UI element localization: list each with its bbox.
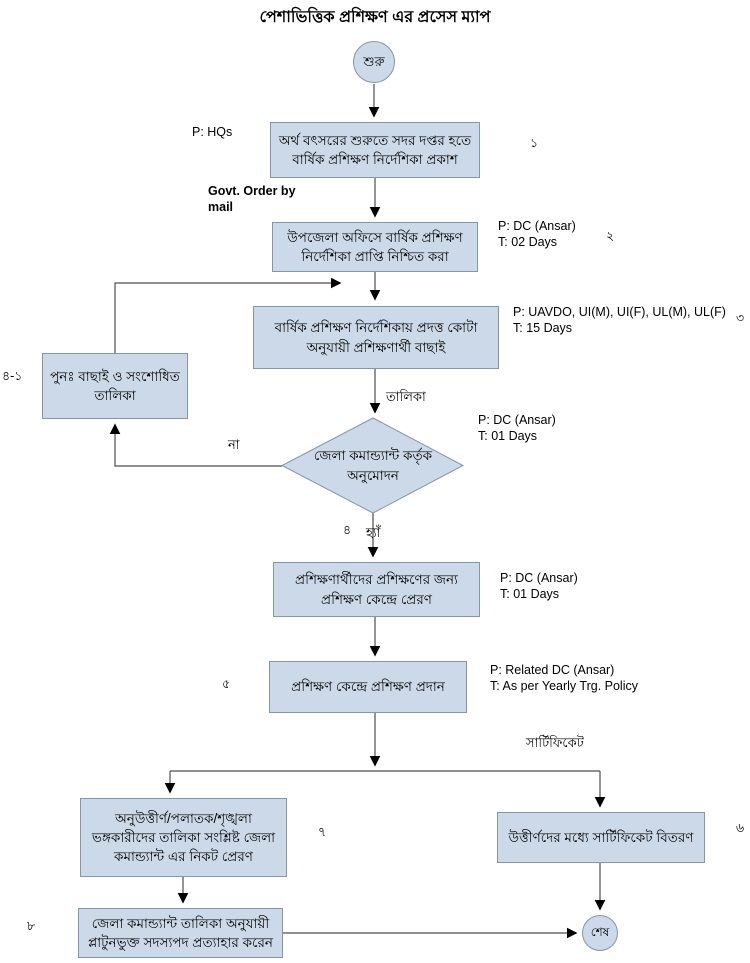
start-node: শুরু — [353, 41, 395, 83]
annotation-approval-t: T: 01 Days — [478, 429, 538, 444]
edge-label-certificate: সার্টিফিকেট — [526, 735, 584, 750]
annotation-receipt-p: P: DC (Ansar) — [498, 219, 576, 233]
process-distribute-certificates: উত্তীর্ণদের মধ্যে সার্টিফিকেট বিতরণ — [497, 812, 705, 863]
annotation-hq: P: HQs — [192, 125, 233, 139]
process-withdraw-membership: জেলা কমান্ড্যান্ট তালিকা অনুযায়ী প্লাটু… — [78, 908, 283, 958]
annotation-selection: P: UAVDO, UI(M), UI(F), UL(M), UL(F) T: … — [513, 304, 726, 337]
annotation-send-t: T: 01 Days — [500, 587, 560, 602]
end-node: শেষ — [582, 915, 618, 951]
step-number-3: ৩ — [736, 311, 745, 325]
annotation-training: P: Related DC (Ansar) T: As per Yearly T… — [490, 662, 638, 695]
process-provide-training: প্রশিক্ষণ কেন্দ্রে প্রশিক্ষণ প্রদান — [269, 661, 467, 713]
edge-label-yes: হ্যাঁ — [366, 525, 381, 540]
edge-label-list: তালিকা — [386, 389, 426, 404]
step-number-2: ২ — [606, 229, 615, 243]
step-number-5: ৫ — [222, 677, 231, 691]
annotation-send: P: DC (Ansar) T: 01 Days — [500, 570, 578, 603]
annotation-send-p: P: DC (Ansar) — [500, 571, 578, 585]
process-publish-guideline: অর্থ বৎসরের শুরুতে সদর দপ্তর হতে বার্ষিক… — [270, 122, 480, 178]
decision-approval: জেলা কমান্ড্যান্ট কর্তৃক অনুমোদন — [313, 448, 433, 483]
annotation-receipt-t: T: 02 Days — [498, 235, 558, 250]
step-number-8: ৮ — [27, 919, 36, 933]
process-confirm-receipt: উপজেলা অফিসে বার্ষিক প্রশিক্ষণ নির্দেশিক… — [272, 222, 478, 272]
annotation-govt-order: Govt. Order by mail — [208, 184, 296, 215]
edge-decision-no — [109, 423, 282, 467]
annotation-approval: P: DC (Ansar) T: 01 Days — [478, 412, 556, 445]
process-failed-list: অনুউত্তীর্ণ/পলাতক/শৃঙ্খলা ভঙ্গকারীদের তা… — [80, 798, 287, 877]
step-number-1: ১ — [530, 136, 539, 150]
edge-label-no: না — [228, 437, 240, 452]
annotation-selection-t: T: 15 Days — [513, 321, 573, 336]
process-select-trainees: বার্ষিক প্রশিক্ষণ নির্দেশিকায় প্রদত্ত ক… — [253, 306, 499, 369]
annotation-receipt: P: DC (Ansar) T: 02 Days — [498, 218, 576, 251]
step-number-4: ৪ — [343, 523, 352, 537]
process-reselect-list: পুনঃ বাছাই ও সংশোধিত তালিকা — [42, 353, 188, 419]
annotation-training-t: T: As per Yearly Trg. Policy — [490, 679, 638, 694]
step-number-4-1: ৪-১ — [2, 369, 23, 383]
annotation-approval-p: P: DC (Ansar) — [478, 413, 556, 427]
annotation-selection-p: P: UAVDO, UI(M), UI(F), UL(M), UL(F) — [513, 305, 726, 319]
page-title: পেশাভিত্তিক প্রশিক্ষণ এর প্রসেস ম্যাপ — [259, 9, 491, 26]
step-number-6: ৬ — [736, 821, 745, 835]
process-send-to-center: প্রশিক্ষণার্থীদের প্রশিক্ষণের জন্য প্রশি… — [273, 562, 480, 617]
step-number-7: ৭ — [318, 825, 327, 839]
annotation-training-p: P: Related DC (Ansar) — [490, 663, 615, 677]
